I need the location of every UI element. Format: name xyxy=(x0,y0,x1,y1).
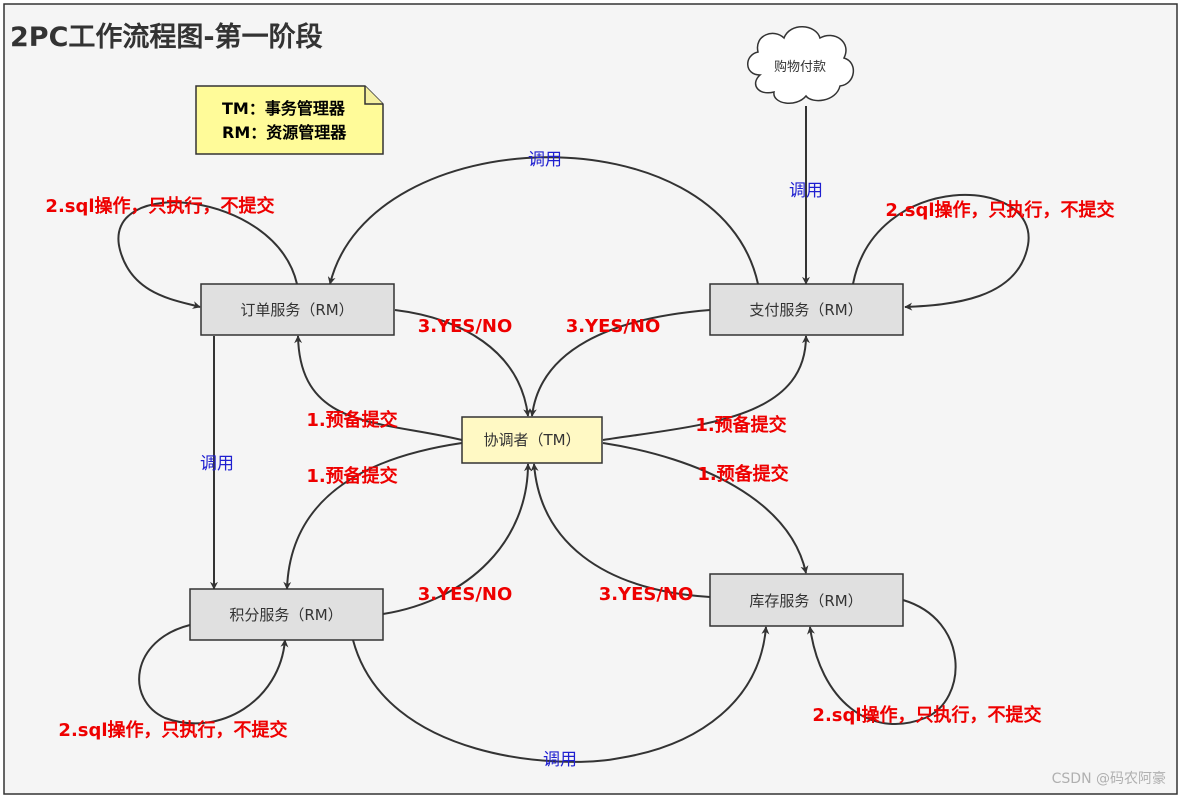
label-prepare-order: 1.预备提交 xyxy=(306,409,397,431)
edge-coordinator-to-payment xyxy=(602,335,810,441)
node-inventory-service: 库存服务（RM） xyxy=(709,573,904,627)
edges xyxy=(117,106,1030,763)
edge-payment-to-order xyxy=(327,156,759,285)
edge-coordinator-to-points xyxy=(283,442,463,590)
label-call-bottom: 调用 xyxy=(543,750,577,770)
label-call-top: 调用 xyxy=(528,150,562,170)
edge-points-to-coordinator xyxy=(382,463,532,615)
label-call-left: 调用 xyxy=(200,454,234,474)
edge-order-self-loop xyxy=(117,201,298,309)
cloud-shopping-payment: 购物付款 xyxy=(747,26,854,104)
label-yesno-inventory: 3.YES/NO xyxy=(599,584,694,605)
node-points-service: 积分服务（RM） xyxy=(189,588,384,641)
label-sql-points: 2.sql操作，只执行，不提交 xyxy=(58,719,287,741)
legend-note: TM：事务管理器 RM：资源管理器 xyxy=(195,85,384,155)
node-payment-service: 支付服务（RM） xyxy=(709,283,904,336)
edge-payment-self-loop xyxy=(852,194,1030,311)
edge-payment-to-coordinator xyxy=(528,309,711,417)
node-coordinator: 协调者（TM） xyxy=(461,416,603,464)
label-sql-payment: 2.sql操作，只执行，不提交 xyxy=(885,199,1114,221)
edge-coordinator-to-order xyxy=(294,335,463,441)
edge-coordinator-to-inventory xyxy=(602,442,809,574)
edge-inventory-to-coordinator xyxy=(530,463,711,598)
inventory-service-label: 库存服务（RM） xyxy=(749,592,862,610)
label-prepare-inventory: 1.预备提交 xyxy=(697,463,788,485)
label-yesno-order: 3.YES/NO xyxy=(418,316,513,337)
edge-points-self-loop xyxy=(138,624,289,725)
edge-order-to-coordinator xyxy=(394,309,532,417)
label-sql-inventory: 2.sql操作，只执行，不提交 xyxy=(812,704,1041,726)
note-line-tm: TM：事务管理器 xyxy=(222,99,346,118)
label-prepare-points: 1.预备提交 xyxy=(306,465,397,487)
watermark: CSDN @码农阿豪 xyxy=(1052,771,1166,787)
label-prepare-payment: 1.预备提交 xyxy=(695,414,786,436)
points-service-label: 积分服务（RM） xyxy=(229,606,342,624)
label-yesno-payment: 3.YES/NO xyxy=(566,316,661,337)
diagram-title: 2PC工作流程图-第一阶段 xyxy=(10,21,323,53)
payment-service-label: 支付服务（RM） xyxy=(749,301,862,319)
order-service-label: 订单服务（RM） xyxy=(240,301,353,319)
label-sql-order: 2.sql操作，只执行，不提交 xyxy=(45,195,274,217)
node-order-service: 订单服务（RM） xyxy=(200,283,395,336)
canvas-background xyxy=(3,3,1178,795)
coordinator-label: 协调者（TM） xyxy=(483,431,580,449)
edge-points-to-inventory xyxy=(352,626,770,763)
cloud-label: 购物付款 xyxy=(774,59,826,75)
note-line-rm: RM：资源管理器 xyxy=(222,123,347,142)
label-yesno-points: 3.YES/NO xyxy=(418,584,513,605)
edge-inventory-self-loop xyxy=(807,599,957,725)
label-call-cloud: 调用 xyxy=(789,181,823,201)
